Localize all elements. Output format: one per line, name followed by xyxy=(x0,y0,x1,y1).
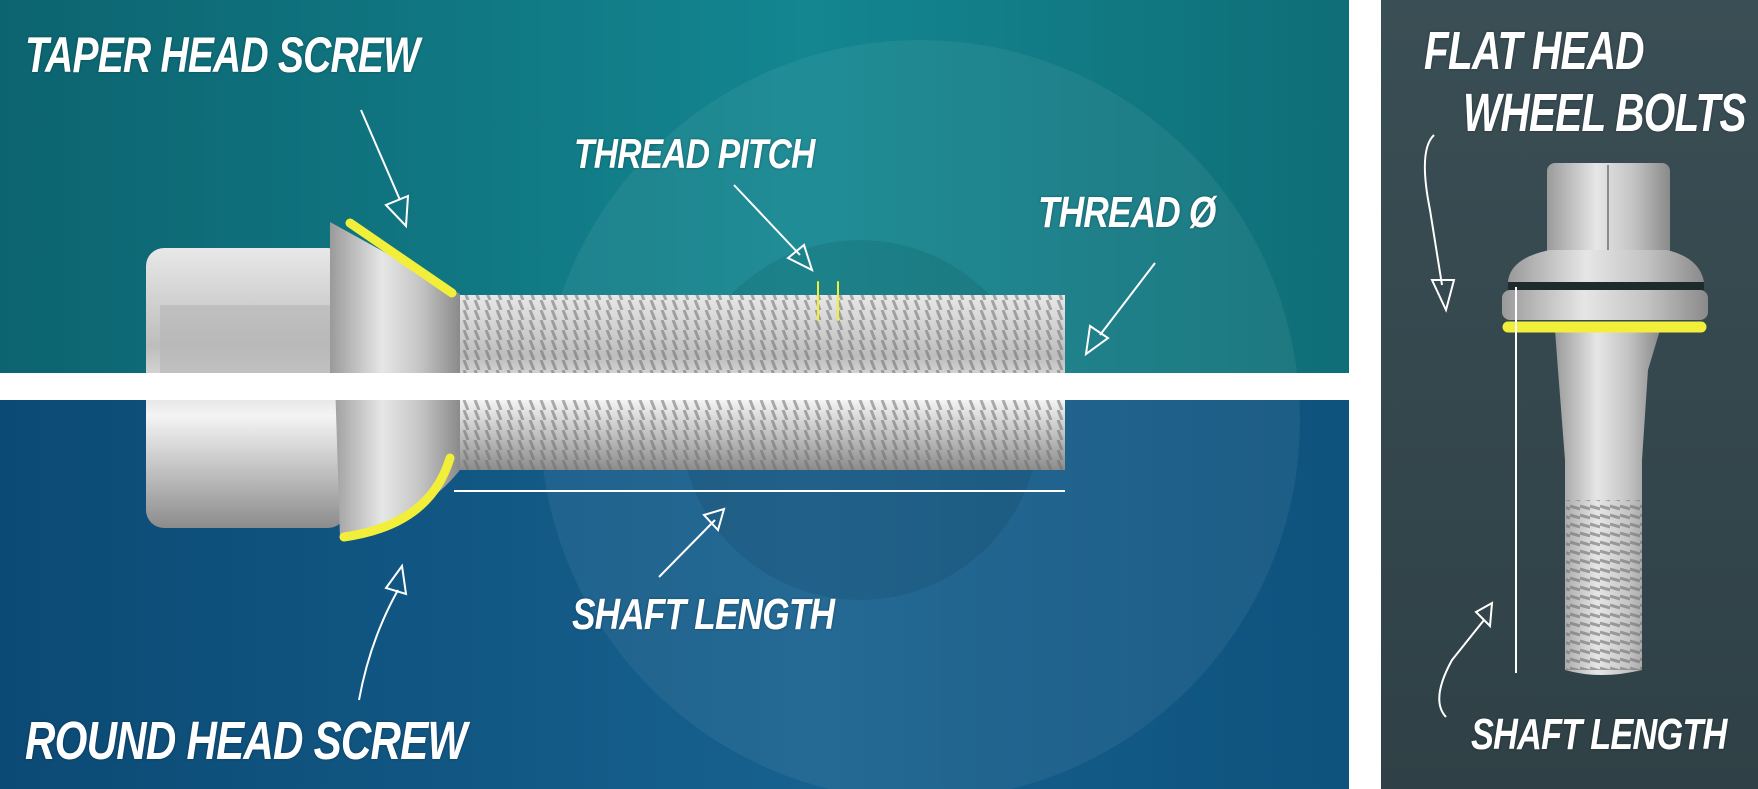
arrow-icon xyxy=(658,507,726,578)
arrow-icon xyxy=(1438,601,1494,718)
highlights xyxy=(339,218,1707,542)
arrow-icon xyxy=(358,563,408,701)
flat-head-wheel-bolt xyxy=(1502,163,1708,675)
label-flat-head: FLAT HEAD xyxy=(1424,21,1644,81)
arrow-icon xyxy=(1423,134,1456,313)
arrow-icon xyxy=(360,109,410,229)
round-seat-highlight xyxy=(339,453,455,542)
label-shaft-length: SHAFT LENGTH xyxy=(572,590,835,639)
label-round-head-screw: ROUND HEAD SCREW xyxy=(25,711,467,771)
label-shaft-length-right: SHAFT LENGTH xyxy=(1471,710,1727,759)
arrow-icon xyxy=(733,184,814,272)
taper-round-bolt xyxy=(146,222,1065,538)
label-wheel-bolts: WHEEL BOLTS xyxy=(1463,83,1747,143)
arrow-icon xyxy=(1084,262,1156,357)
taper-seat-highlight xyxy=(345,218,457,298)
annotation-arrows xyxy=(358,109,1494,718)
label-thread-diameter: THREAD Ø xyxy=(1038,188,1216,237)
label-taper-head-screw: TAPER HEAD SCREW xyxy=(25,27,420,83)
label-thread-pitch: THREAD PITCH xyxy=(574,130,815,177)
